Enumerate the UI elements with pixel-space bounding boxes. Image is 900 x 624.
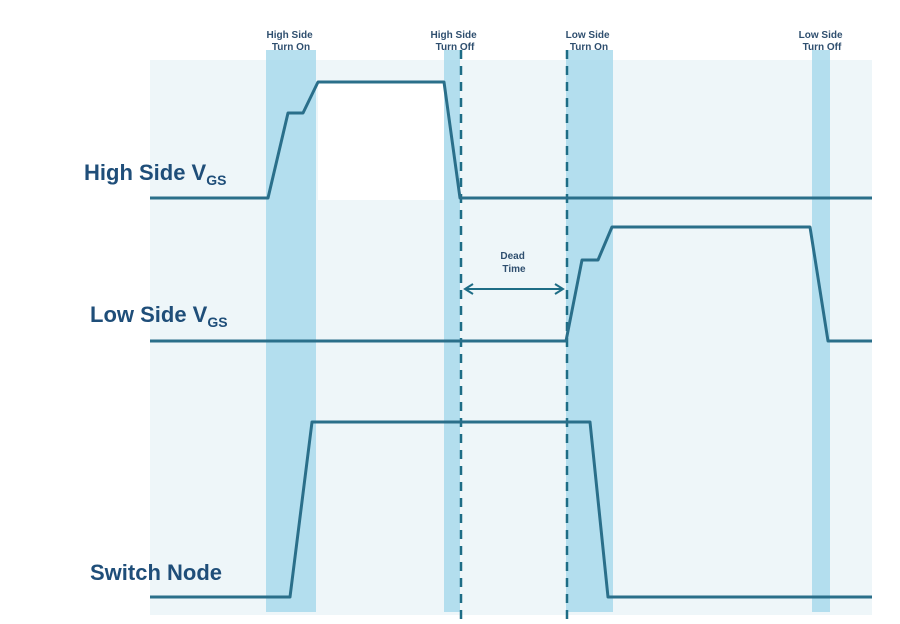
phase-label-high-side-turn-off: High Side Turn Off <box>431 30 480 53</box>
low-side-vgs-label: Low Side VGS <box>90 302 228 330</box>
low-side-turn-off-band <box>812 50 830 612</box>
phase-label-high-side-turn-on: High Side Turn On <box>267 30 316 53</box>
high-side-turn-off-band <box>444 50 460 612</box>
switch-node-waveform <box>150 420 872 599</box>
dead-time-label: Dead Time <box>500 251 527 275</box>
high-side-on-panel <box>318 82 444 200</box>
phase-label-low-side-turn-off: Low Side Turn Off <box>799 30 846 53</box>
diagram-background <box>150 60 872 615</box>
low-side-vgs-waveform <box>150 225 872 343</box>
high-side-vgs-waveform <box>150 80 872 200</box>
phase-label-low-side-turn-on: Low Side Turn On <box>566 30 613 53</box>
switch-node-label: Switch Node <box>90 560 222 585</box>
dead-time-arrow <box>463 283 565 295</box>
low-side-turn-on-band <box>566 50 613 612</box>
high-side-vgs-label: High Side VGS <box>84 160 226 188</box>
high-side-turn-on-band <box>266 50 316 612</box>
